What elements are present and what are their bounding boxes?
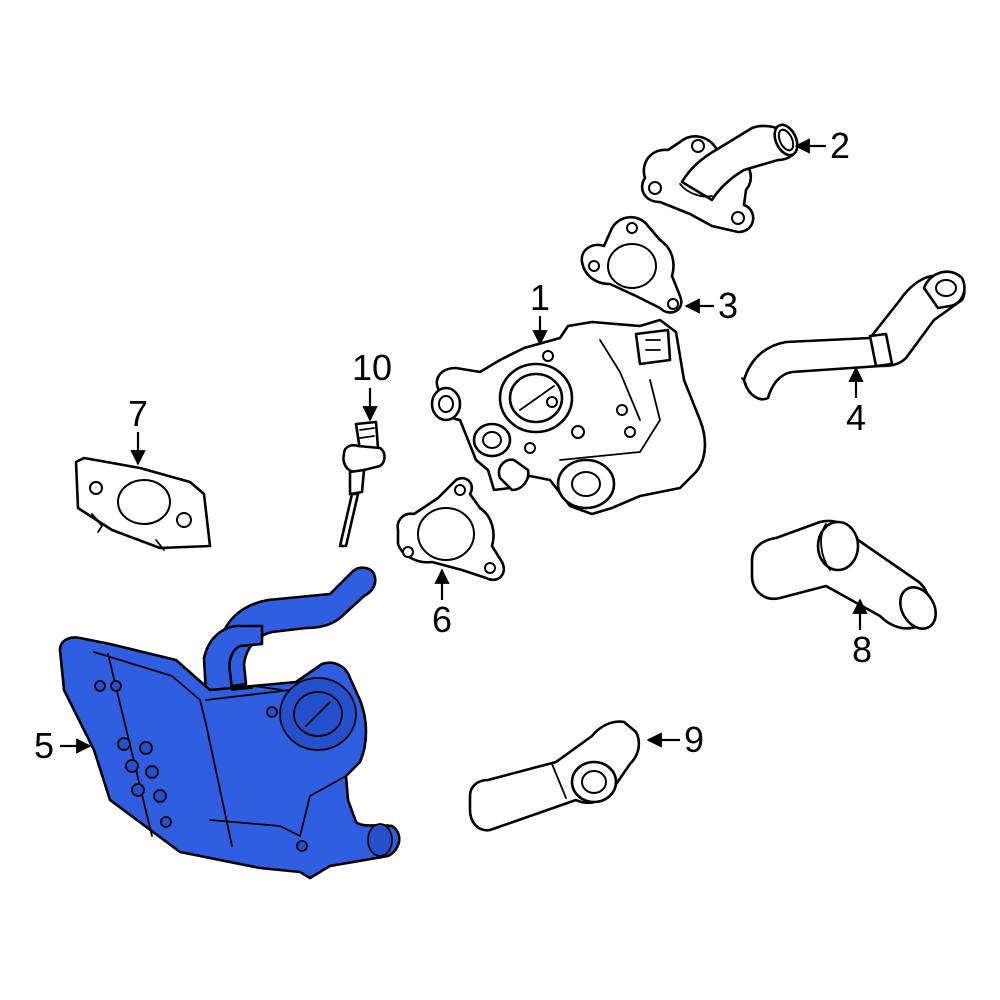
callout-7: 7 <box>128 393 148 466</box>
part-9-hose[interactable] <box>468 720 641 832</box>
part-7-gasket-plate[interactable] <box>74 456 212 551</box>
callout-10: 10 <box>352 347 392 422</box>
part-1-egr-valve[interactable] <box>430 318 707 516</box>
callout-4: 4 <box>846 366 866 438</box>
part-2-outlet-pipe[interactable] <box>640 121 802 234</box>
callout-9-label: 9 <box>684 719 704 760</box>
part-8-hose[interactable] <box>750 519 943 635</box>
callout-2: 2 <box>794 125 850 166</box>
callout-7-label: 7 <box>128 393 148 434</box>
callout-2-label: 2 <box>830 125 850 166</box>
callout-5-label: 5 <box>34 725 54 766</box>
part-3-gasket[interactable] <box>580 215 683 314</box>
part-6-gasket[interactable] <box>396 476 506 582</box>
callout-6: 6 <box>432 568 452 640</box>
callout-9: 9 <box>646 719 704 760</box>
callout-8-label: 8 <box>852 629 872 670</box>
callout-1: 1 <box>530 277 550 346</box>
part-4-coolant-pipe[interactable] <box>741 270 966 401</box>
callout-1-label: 1 <box>530 277 550 318</box>
callout-8: 8 <box>852 598 872 670</box>
callout-10-label: 10 <box>352 347 392 388</box>
callout-3: 3 <box>684 285 738 326</box>
callout-5: 5 <box>34 725 92 766</box>
callout-3-label: 3 <box>718 285 738 326</box>
part-10-temperature-sensor[interactable] <box>338 420 386 548</box>
callout-6-label: 6 <box>432 599 452 640</box>
part-5-egr-cooler[interactable] <box>58 566 401 880</box>
callout-4-label: 4 <box>846 397 866 438</box>
